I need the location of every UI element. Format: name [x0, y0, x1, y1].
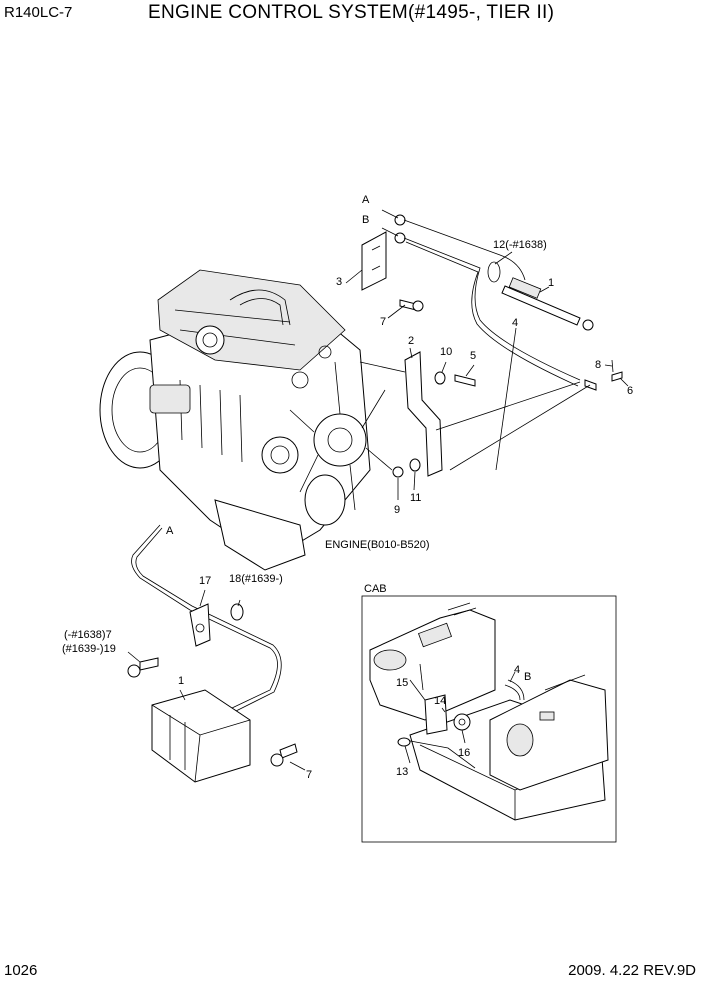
revision-date: 2009. 4.22 REV.9D [568, 962, 696, 979]
page-title: ENGINE CONTROL SYSTEM(#1495-, TIER II) [148, 2, 555, 23]
label-engine-ref: ENGINE(B010-B520) [325, 539, 430, 551]
label-part-17: 17 [199, 575, 211, 587]
label-part-18: 18(#1639-) [229, 573, 283, 585]
label-part-7-19-line2: (#1639-)19 [62, 643, 116, 655]
label-cable-end-b-cab: B [524, 671, 531, 683]
label-part-15: 15 [396, 677, 408, 689]
label-part-7-top: 7 [380, 316, 386, 328]
label-part-6: 6 [627, 385, 633, 397]
model-number: R140LC-7 [4, 4, 73, 21]
label-part-14: 14 [434, 695, 446, 707]
label-cable-end-b: B [362, 214, 369, 226]
label-part-5: 5 [470, 350, 476, 362]
label-part-7-bottom: 7 [306, 769, 312, 781]
engine-illustration [99, 269, 393, 571]
label-part-9: 9 [394, 504, 400, 516]
label-part-3: 3 [336, 276, 342, 288]
upper-cable-assembly [345, 209, 629, 500]
page-number: 1026 [4, 962, 38, 979]
label-part-8: 8 [595, 359, 601, 371]
label-part-1-top: 1 [548, 277, 554, 289]
label-cab-title: CAB [364, 583, 387, 595]
label-part-1-bottom: 1 [178, 675, 184, 687]
label-part-4-top: 4 [512, 317, 518, 329]
cab-inset-frame [361, 595, 617, 843]
callout-labels: A B 3 7 12(-#1638) 1 4 2 10 5 8 6 9 11 E… [62, 194, 633, 781]
label-cable-end-a-lower: A [166, 525, 174, 537]
label-part-10: 10 [440, 346, 452, 358]
cab-inset [361, 595, 617, 843]
label-part-2: 2 [408, 335, 414, 347]
label-part-11: 11 [410, 492, 421, 504]
label-cable-end-a: A [362, 194, 370, 206]
label-part-13: 13 [396, 766, 408, 778]
label-part-12: 12(-#1638) [493, 239, 547, 251]
label-part-4-cab: 4 [514, 664, 520, 676]
label-part-16: 16 [458, 747, 470, 759]
lower-left-assembly [127, 524, 306, 783]
label-part-7-19-line1: (-#1638)7 [64, 629, 112, 641]
